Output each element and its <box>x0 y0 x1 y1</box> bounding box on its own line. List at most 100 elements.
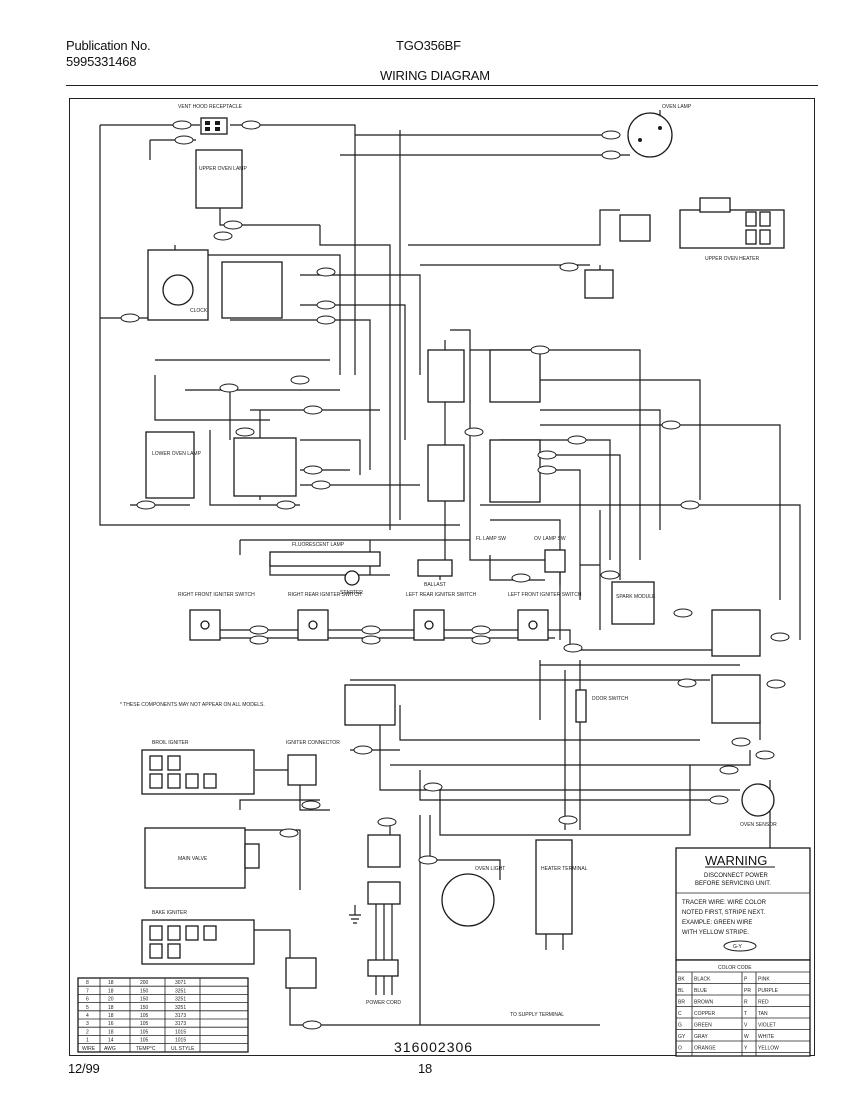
wire-table-cell: 150 <box>140 1005 149 1011</box>
wire-table-cell: 3071 <box>175 980 186 986</box>
color-code-cell: G <box>678 1023 682 1029</box>
igniter-switches: RIGHT FRONT IGNITER SWITCH RIGHT REAR IG… <box>178 592 582 641</box>
wire-table-cell: 7 <box>86 988 89 994</box>
main-valve: MAIN VALVE <box>144 827 260 889</box>
warning-title: WARNING <box>705 853 767 868</box>
oven-lamp-motor: OVEN LAMP <box>627 104 692 158</box>
supply-note: TO SUPPLY TERMINAL <box>510 1012 564 1018</box>
lower-oven-lamp-label: LOWER OVEN LAMP <box>152 451 202 457</box>
wire-table-cell: 14 <box>108 1038 114 1044</box>
bake-igniter: BAKE IGNITER <box>141 910 317 989</box>
door-switch-label: DOOR SWITCH <box>592 696 628 702</box>
wire-table-cell: 1015 <box>175 1038 186 1044</box>
wire-table-cell: 150 <box>140 988 149 994</box>
wire-table-cell: 3173 <box>175 1013 186 1019</box>
color-code-cell: VIOLET <box>758 1023 776 1029</box>
models-note: * THESE COMPONENTS MAY NOT APPEAR ON ALL… <box>120 702 265 708</box>
wire-table-cell: 18 <box>108 1005 114 1011</box>
wire-table-cell: 105 <box>140 1029 149 1035</box>
color-code-cell: PURPLE <box>758 988 779 994</box>
wire-table-cell: 3251 <box>175 1005 186 1011</box>
wire-table-header: AWG <box>104 1046 116 1052</box>
color-code-cell: GY <box>678 1034 686 1040</box>
warning-line-1: DISCONNECT POWER <box>704 873 769 879</box>
fl-lamp-sw-label: FL LAMP SW <box>476 536 506 542</box>
right-front-igniter-label: RIGHT FRONT IGNITER SWITCH <box>178 592 255 598</box>
oven-relay-box <box>233 437 297 497</box>
broil-igniter-label: BROIL IGNITER <box>152 740 189 746</box>
wire-table-header: WIRE <box>82 1046 96 1052</box>
wire-table-cell: 105 <box>140 1038 149 1044</box>
door-switch: DOOR SWITCH <box>344 684 628 726</box>
color-code-cell: BLUE <box>694 988 708 994</box>
left-rear-igniter-label: LEFT REAR IGNITER SWITCH <box>406 592 477 598</box>
wire-connectors <box>120 120 790 1030</box>
broil-igniter: BROIL IGNITER IGNITER CONNECTOR <box>141 740 340 795</box>
color-code-cell: R <box>744 1000 748 1006</box>
wire-table-cell: 200 <box>140 980 149 986</box>
color-code-title: COLOR CODE <box>718 965 752 971</box>
spark-module: SPARK MODULE <box>611 581 656 625</box>
power-cord: POWER CORD <box>349 834 401 1006</box>
wire-table-cell: 18 <box>108 988 114 994</box>
main-valve-label: MAIN VALVE <box>178 856 208 862</box>
left-front-igniter-label: LEFT FRONT IGNITER SWITCH <box>508 592 582 598</box>
lower-oven-lamp: LOWER OVEN LAMP <box>145 431 202 499</box>
tracer-line-1: TRACER WIRE: WIRE COLOR <box>682 900 767 906</box>
wire-table-cell: 105 <box>140 1013 149 1019</box>
tracer-line-4: WITH YELLOW STRIPE. <box>682 930 749 936</box>
vent-hood-label: VENT HOOD RECEPTACLE <box>178 104 243 110</box>
tracer-example-code: G-Y <box>733 944 743 950</box>
color-code-cell: RED <box>758 1000 769 1006</box>
model-number: TGO356BF <box>396 38 461 53</box>
wire-table-cell: 1 <box>86 1038 89 1044</box>
diagram-frame <box>69 98 815 1056</box>
footer-date: 12/99 <box>68 1061 100 1076</box>
oven-sensor-label: OVEN SENSOR <box>740 822 777 828</box>
wire-table-cell: 2 <box>86 1029 89 1035</box>
color-code-cell: P <box>744 977 748 983</box>
warning-panel: WARNING DISCONNECT POWER BEFORE SERVICIN… <box>675 847 811 961</box>
color-code-cell: GRAY <box>694 1034 708 1040</box>
color-code-cell: WHITE <box>758 1034 775 1040</box>
clock-label: CLOCK <box>190 308 208 314</box>
color-code-cell: YELLOW <box>758 1046 779 1052</box>
wire-table-cell: 3173 <box>175 1021 186 1027</box>
wire-table-cell: 8 <box>86 980 89 986</box>
color-code-cell: W <box>744 1034 749 1040</box>
color-code-cell: V <box>744 1023 748 1029</box>
heater-terminal: HEATER TERMINAL TO SUPPLY TERMINAL <box>510 839 588 1018</box>
spark-module-label: SPARK MODULE <box>616 594 656 600</box>
color-code-cell: GREEN <box>694 1023 712 1029</box>
color-code-cell: BR <box>678 1000 685 1006</box>
wire-table-cell: 1015 <box>175 1029 186 1035</box>
fluorescent-lamp-label: FLUORESCENT LAMP <box>292 542 345 548</box>
upper-sensor-box <box>584 269 614 299</box>
color-code-cell: Y <box>744 1046 748 1052</box>
bake-igniter-label: BAKE IGNITER <box>152 910 187 916</box>
wire-table-header: TEMP°C <box>136 1046 156 1052</box>
wire-table-cell: 20 <box>108 997 114 1003</box>
wire-table-cell: 3251 <box>175 988 186 994</box>
wire-table-cell: 18 <box>108 1029 114 1035</box>
wire-table-header: UL STYLE <box>171 1046 195 1052</box>
warning-line-2: BEFORE SERVICING UNIT. <box>695 881 771 887</box>
clock: CLOCK <box>147 249 283 321</box>
wire-table-cell: 4 <box>86 1013 89 1019</box>
color-code-cell: ORANGE <box>694 1046 716 1052</box>
wire-table-cell: 150 <box>140 997 149 1003</box>
diagram-number: 316002306 <box>394 1039 474 1055</box>
right-terminal-blocks <box>711 609 761 724</box>
heater-terminal-label: HEATER TERMINAL <box>541 866 588 872</box>
publication-label: Publication No. <box>66 38 151 53</box>
wire-table-cell: 6 <box>86 997 89 1003</box>
oven-lamp-label: OVEN LAMP <box>662 104 692 110</box>
color-code-cell: C <box>678 1011 682 1017</box>
color-code-cell: BL <box>678 988 684 994</box>
oven-light: OVEN LIGHT <box>441 866 505 927</box>
color-code-cell: TAN <box>758 1011 768 1017</box>
tracer-line-3: EXAMPLE: GREEN WIRE <box>682 920 752 926</box>
